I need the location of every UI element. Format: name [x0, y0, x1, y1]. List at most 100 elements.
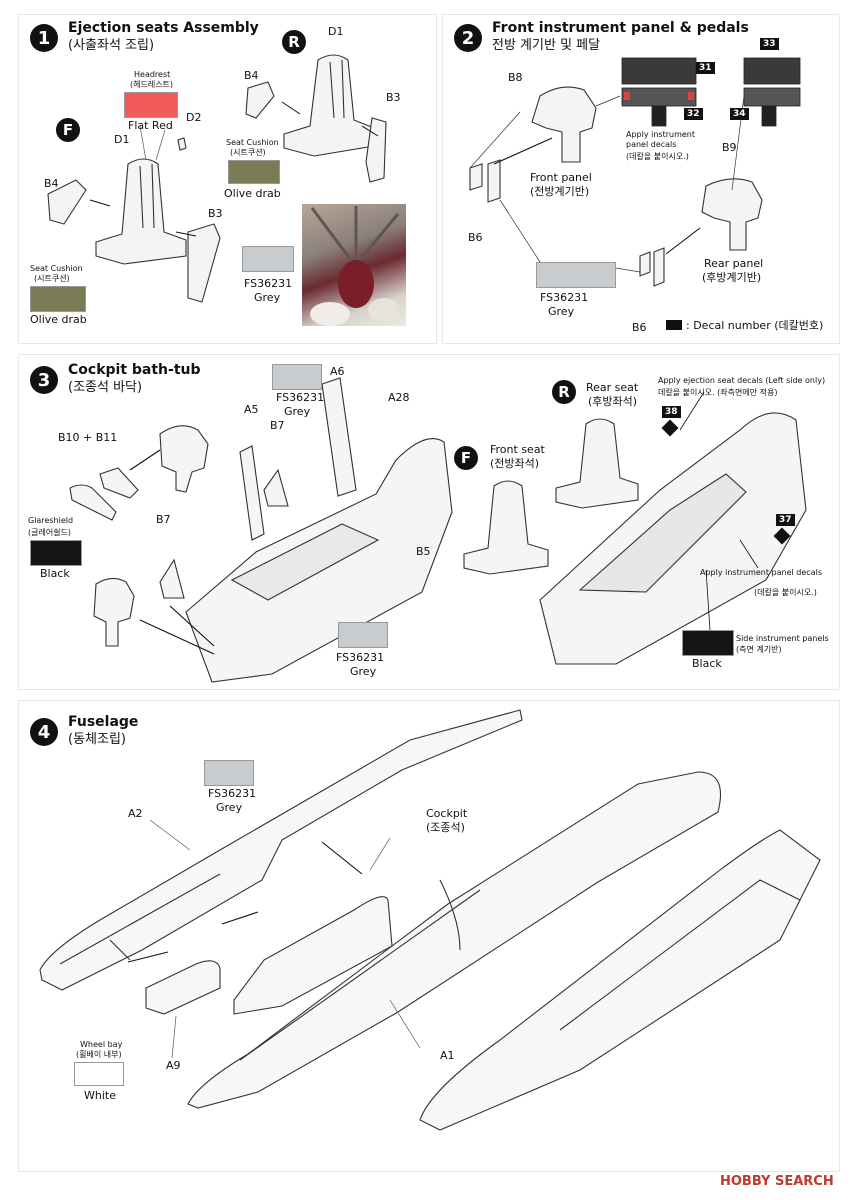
glareshield-color: Black [40, 567, 70, 580]
step2-panel [442, 14, 840, 344]
rear-panel-label: Rear panel [704, 257, 764, 270]
label-d1-top: D1 [328, 25, 344, 38]
label-b8: B8 [508, 71, 523, 84]
step4-grey-code: FS36231 [208, 787, 257, 800]
decal-33: 33 [760, 38, 779, 50]
label-b10-b11: B10 + B11 [58, 431, 118, 444]
decal-37: 37 [776, 514, 795, 526]
label-d2: D2 [186, 111, 202, 124]
step3-grey-top-code: FS36231 [276, 391, 325, 404]
glareshield-swatch [30, 540, 82, 566]
front-seat-label: Front seat [490, 443, 545, 456]
step4-grey-name: Grey [216, 801, 243, 814]
step1-grey-name: Grey [254, 291, 281, 304]
seat-cushion-right-swatch [228, 160, 280, 184]
step3-grey-bottom-code: FS36231 [336, 651, 385, 664]
decal-38: 38 [662, 406, 681, 418]
side-panels-swatch [682, 630, 734, 656]
wheel-bay-label: Wheel bay [80, 1040, 123, 1049]
step1-badge-rear: R [282, 30, 306, 54]
headrest-label-ko: (헤드레스트) [130, 80, 174, 89]
label-b9: B9 [722, 141, 737, 154]
step2-grey-name: Grey [548, 305, 575, 318]
step3-grey-top-name: Grey [284, 405, 311, 418]
label-b7-top: B7 [270, 419, 285, 432]
label-b4-top: B4 [244, 69, 259, 82]
step3-title-ko: (조종석 바닥) [68, 380, 143, 395]
label-a28: A28 [388, 391, 410, 404]
decal-legend-box [666, 320, 682, 330]
headrest-label: Headrest [134, 70, 171, 79]
label-a5: A5 [244, 403, 259, 416]
step1-number: 1 [30, 24, 58, 52]
step1-title: Ejection seats Assembly (사출좌석 조립) [68, 20, 259, 54]
wheel-bay-swatch [74, 1062, 124, 1086]
step3-number: 3 [30, 366, 58, 394]
step3-grey-bottom-swatch [338, 622, 388, 648]
seat-cushion-left-swatch [30, 286, 86, 312]
wheel-bay-label-ko: (휠베이 내부) [76, 1050, 122, 1059]
step3-badge-rear: R [552, 380, 576, 404]
step2-grey-swatch [536, 262, 616, 288]
seat-cushion-right-label: Seat Cushion [226, 138, 279, 147]
wheel-bay-color: White [84, 1089, 116, 1102]
apply-seat-decals-ko: 데칼을 붙이시오. (좌측면에만 적용) [658, 388, 778, 397]
decal-34: 34 [730, 108, 749, 120]
step4-title: Fuselage (동체조립) [68, 714, 138, 748]
label-a6: A6 [330, 365, 345, 378]
step2-number: 2 [454, 24, 482, 52]
side-panels-color: Black [692, 657, 722, 670]
side-panels-label-ko: (측면 계기반) [736, 645, 782, 654]
step1-badge-front: F [56, 118, 80, 142]
headrest-swatch [124, 92, 178, 118]
headrest-color-name: Flat Red [128, 119, 173, 132]
seat-cushion-right-label-ko: (시트쿠션) [230, 148, 266, 157]
step2-title-ko: 전방 계기반 및 페달 [492, 38, 601, 53]
step1-grey-code: FS36231 [244, 277, 293, 290]
label-a2: A2 [128, 807, 143, 820]
label-b4: B4 [44, 177, 59, 190]
front-panel-label-ko: (전방계기반) [530, 185, 590, 198]
seat-cushion-left-label-ko: (시트쿠션) [34, 274, 70, 283]
glareshield-label: Glareshield [28, 516, 74, 525]
decal-legend-text: : Decal number (데칼번호) [686, 319, 824, 332]
apply-seat-decals: Apply ejection seat decals (Left side on… [658, 376, 826, 385]
seat-cushion-left-label: Seat Cushion [30, 264, 83, 273]
rear-seat-label: Rear seat [586, 381, 639, 394]
apply-panel-decals-ko: (데칼을 붙이시오.) [754, 588, 817, 597]
step4-number: 4 [30, 718, 58, 746]
step2-title-en: Front instrument panel & pedals [492, 20, 749, 36]
decal-32: 32 [684, 108, 703, 120]
label-b3: B3 [208, 207, 223, 220]
step3-grey-bottom-name: Grey [350, 665, 377, 678]
decal-31: 31 [696, 62, 715, 74]
label-d1: D1 [114, 133, 130, 146]
apply-instrument-decals-ko: (데칼을 붙이시오.) [626, 152, 689, 161]
step2-title: Front instrument panel & pedals 전방 계기반 및… [492, 20, 749, 54]
label-b7: B7 [156, 513, 171, 526]
step4-title-ko: (동체조립) [68, 732, 126, 747]
rear-seat-label-ko: (후방좌석) [588, 395, 638, 408]
step4-title-en: Fuselage [68, 714, 139, 730]
step2-grey-code: FS36231 [540, 291, 589, 304]
side-panels-label: Side instrument panels [736, 634, 829, 643]
step3-badge-front: F [454, 446, 478, 470]
apply-panel-decals: Apply instrument panel decals [700, 568, 822, 577]
seat-cushion-left-color: Olive drab [30, 313, 87, 326]
seat-reference-photo [302, 204, 406, 326]
step1-grey-swatch [242, 246, 294, 272]
front-panel-label: Front panel [530, 171, 592, 184]
step4-grey-swatch [204, 760, 254, 786]
cockpit-label-ko: (조종석) [426, 821, 465, 834]
label-b6-bottom: B6 [632, 321, 647, 334]
front-seat-label-ko: (전방좌석) [490, 457, 540, 470]
step3-grey-top-swatch [272, 364, 322, 390]
label-b5: B5 [416, 545, 431, 558]
step3-title: Cockpit bath-tub (조종석 바닥) [68, 362, 201, 396]
label-a9: A9 [166, 1059, 181, 1072]
cockpit-label: Cockpit [426, 807, 468, 820]
step1-title-en: Ejection seats Assembly [68, 20, 259, 36]
label-b6-left: B6 [468, 231, 483, 244]
step3-title-en: Cockpit bath-tub [68, 362, 201, 378]
glareshield-label-ko: (글레어쉴드) [28, 528, 72, 537]
